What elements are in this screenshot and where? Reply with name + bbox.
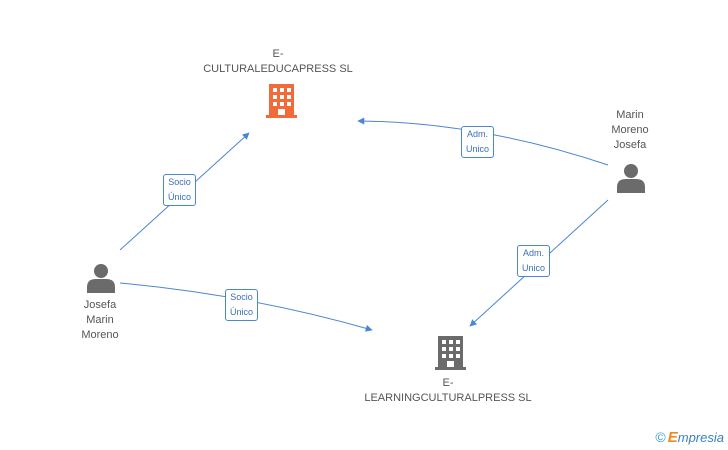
edge-label-marin-to-main: Adm. Unico <box>461 126 495 158</box>
person-josefa-label[interactable]: Josefa Marin Moreno <box>60 298 140 343</box>
edge-label-line2: Único <box>168 192 192 202</box>
person-marin-line2: Moreno <box>611 124 649 136</box>
person-josefa-line2: Marin <box>86 314 114 326</box>
company-main-line1: E- <box>272 48 284 60</box>
building-icon[interactable] <box>435 336 466 370</box>
edge-label-line1: Socio <box>168 177 191 187</box>
empresia-logo[interactable]: ©Empresia <box>655 429 724 446</box>
edge-label-marin-to-second: Adm. Unico <box>517 245 551 277</box>
edge-label-josefa-to-main: Socio Único <box>163 174 197 206</box>
company-second-label[interactable]: E- LEARNINGCULTURALPRESS SL <box>348 376 548 406</box>
company-second-line1: E- <box>442 377 454 389</box>
edge-label-josefa-to-second: Socio Único <box>225 289 259 321</box>
person-marin-line1: Marin <box>616 109 644 121</box>
person-marin-line3: Josefa <box>613 139 647 151</box>
edge-label-line1: Socio <box>230 292 253 302</box>
company-second-line2: LEARNINGCULTURALPRESS SL <box>364 392 532 404</box>
person-icon[interactable] <box>617 164 645 193</box>
company-main-label[interactable]: E- CULTURALEDUCAPRESS SL <box>178 47 378 77</box>
brand-initial: E <box>667 429 678 446</box>
person-josefa-line3: Moreno <box>81 329 119 341</box>
edge-label-line2: Único <box>230 307 254 317</box>
edge-label-line1: Adm. <box>523 248 545 258</box>
building-icon[interactable] <box>266 84 297 118</box>
company-main-line2: CULTURALEDUCAPRESS SL <box>203 63 353 75</box>
brand-name: mpresia <box>677 430 724 445</box>
person-josefa-line1: Josefa <box>83 299 117 311</box>
edge-label-line1: Adm. <box>467 129 489 139</box>
edge-label-line2: Unico <box>466 144 490 154</box>
person-icon[interactable] <box>87 264 115 293</box>
person-marin-label[interactable]: Marin Moreno Josefa <box>590 108 670 153</box>
copyright-icon: © <box>655 429 666 445</box>
edge-label-line2: Unico <box>522 263 546 273</box>
